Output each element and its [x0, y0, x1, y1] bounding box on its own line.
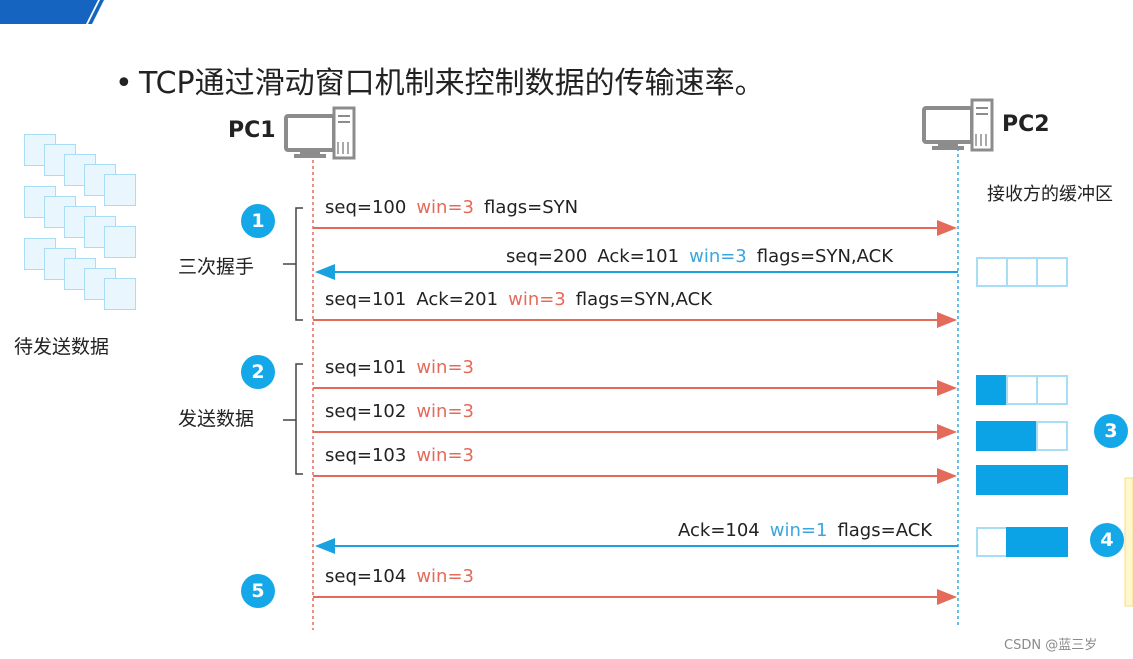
pc2-computer-icon	[922, 98, 994, 152]
send-data-label: 发送数据	[178, 408, 255, 430]
pending-data-label: 待发送数据	[14, 336, 110, 358]
receive-buffer-1	[976, 257, 1068, 287]
pc1-label: PC1	[228, 118, 276, 143]
pc1-computer-icon	[284, 106, 356, 160]
buffer-cell	[1036, 465, 1068, 495]
pc2-label: PC2	[1002, 112, 1050, 137]
pending-data-stack	[20, 130, 150, 310]
buffer-cell	[1036, 421, 1068, 451]
buffer-cell	[976, 465, 1008, 495]
buffer-cell	[1006, 527, 1038, 557]
receive-buffer-5	[976, 527, 1068, 557]
receive-buffer-4	[976, 465, 1068, 495]
step-badge-2: 2	[241, 355, 275, 389]
handshake-bracket	[283, 207, 303, 321]
step-badge-4: 4	[1090, 523, 1124, 557]
receive-buffer-2	[976, 375, 1068, 405]
buffer-cell	[1006, 465, 1038, 495]
handshake-label: 三次握手	[178, 256, 255, 278]
buffer-cell	[976, 375, 1008, 405]
buffer-cell	[976, 527, 1008, 557]
buffer-cell	[1036, 375, 1068, 405]
header-accent-stripe	[0, 0, 104, 24]
step-badge-5: 5	[241, 574, 275, 608]
buffer-cell	[1036, 527, 1068, 557]
watermark: CSDN @蓝三岁	[1004, 638, 1098, 653]
step-badge-3: 3	[1094, 414, 1128, 448]
receiver-buffer-label: 接收方的缓冲区	[987, 184, 1113, 205]
buffer-cell	[1006, 257, 1038, 287]
page-title-text: TCP通过滑动窗口机制来控制数据的传输速率。	[139, 66, 765, 101]
side-highlight	[1124, 477, 1133, 607]
buffer-cell	[1036, 257, 1068, 287]
buffer-cell	[976, 257, 1008, 287]
buffer-cell	[1006, 375, 1038, 405]
buffer-cell	[1006, 421, 1038, 451]
page-title: •TCP通过滑动窗口机制来控制数据的传输速率。	[115, 66, 765, 101]
send-data-bracket	[283, 363, 303, 475]
step-badge-1: 1	[241, 204, 275, 238]
buffer-cell	[976, 421, 1008, 451]
receive-buffer-3	[976, 421, 1068, 451]
